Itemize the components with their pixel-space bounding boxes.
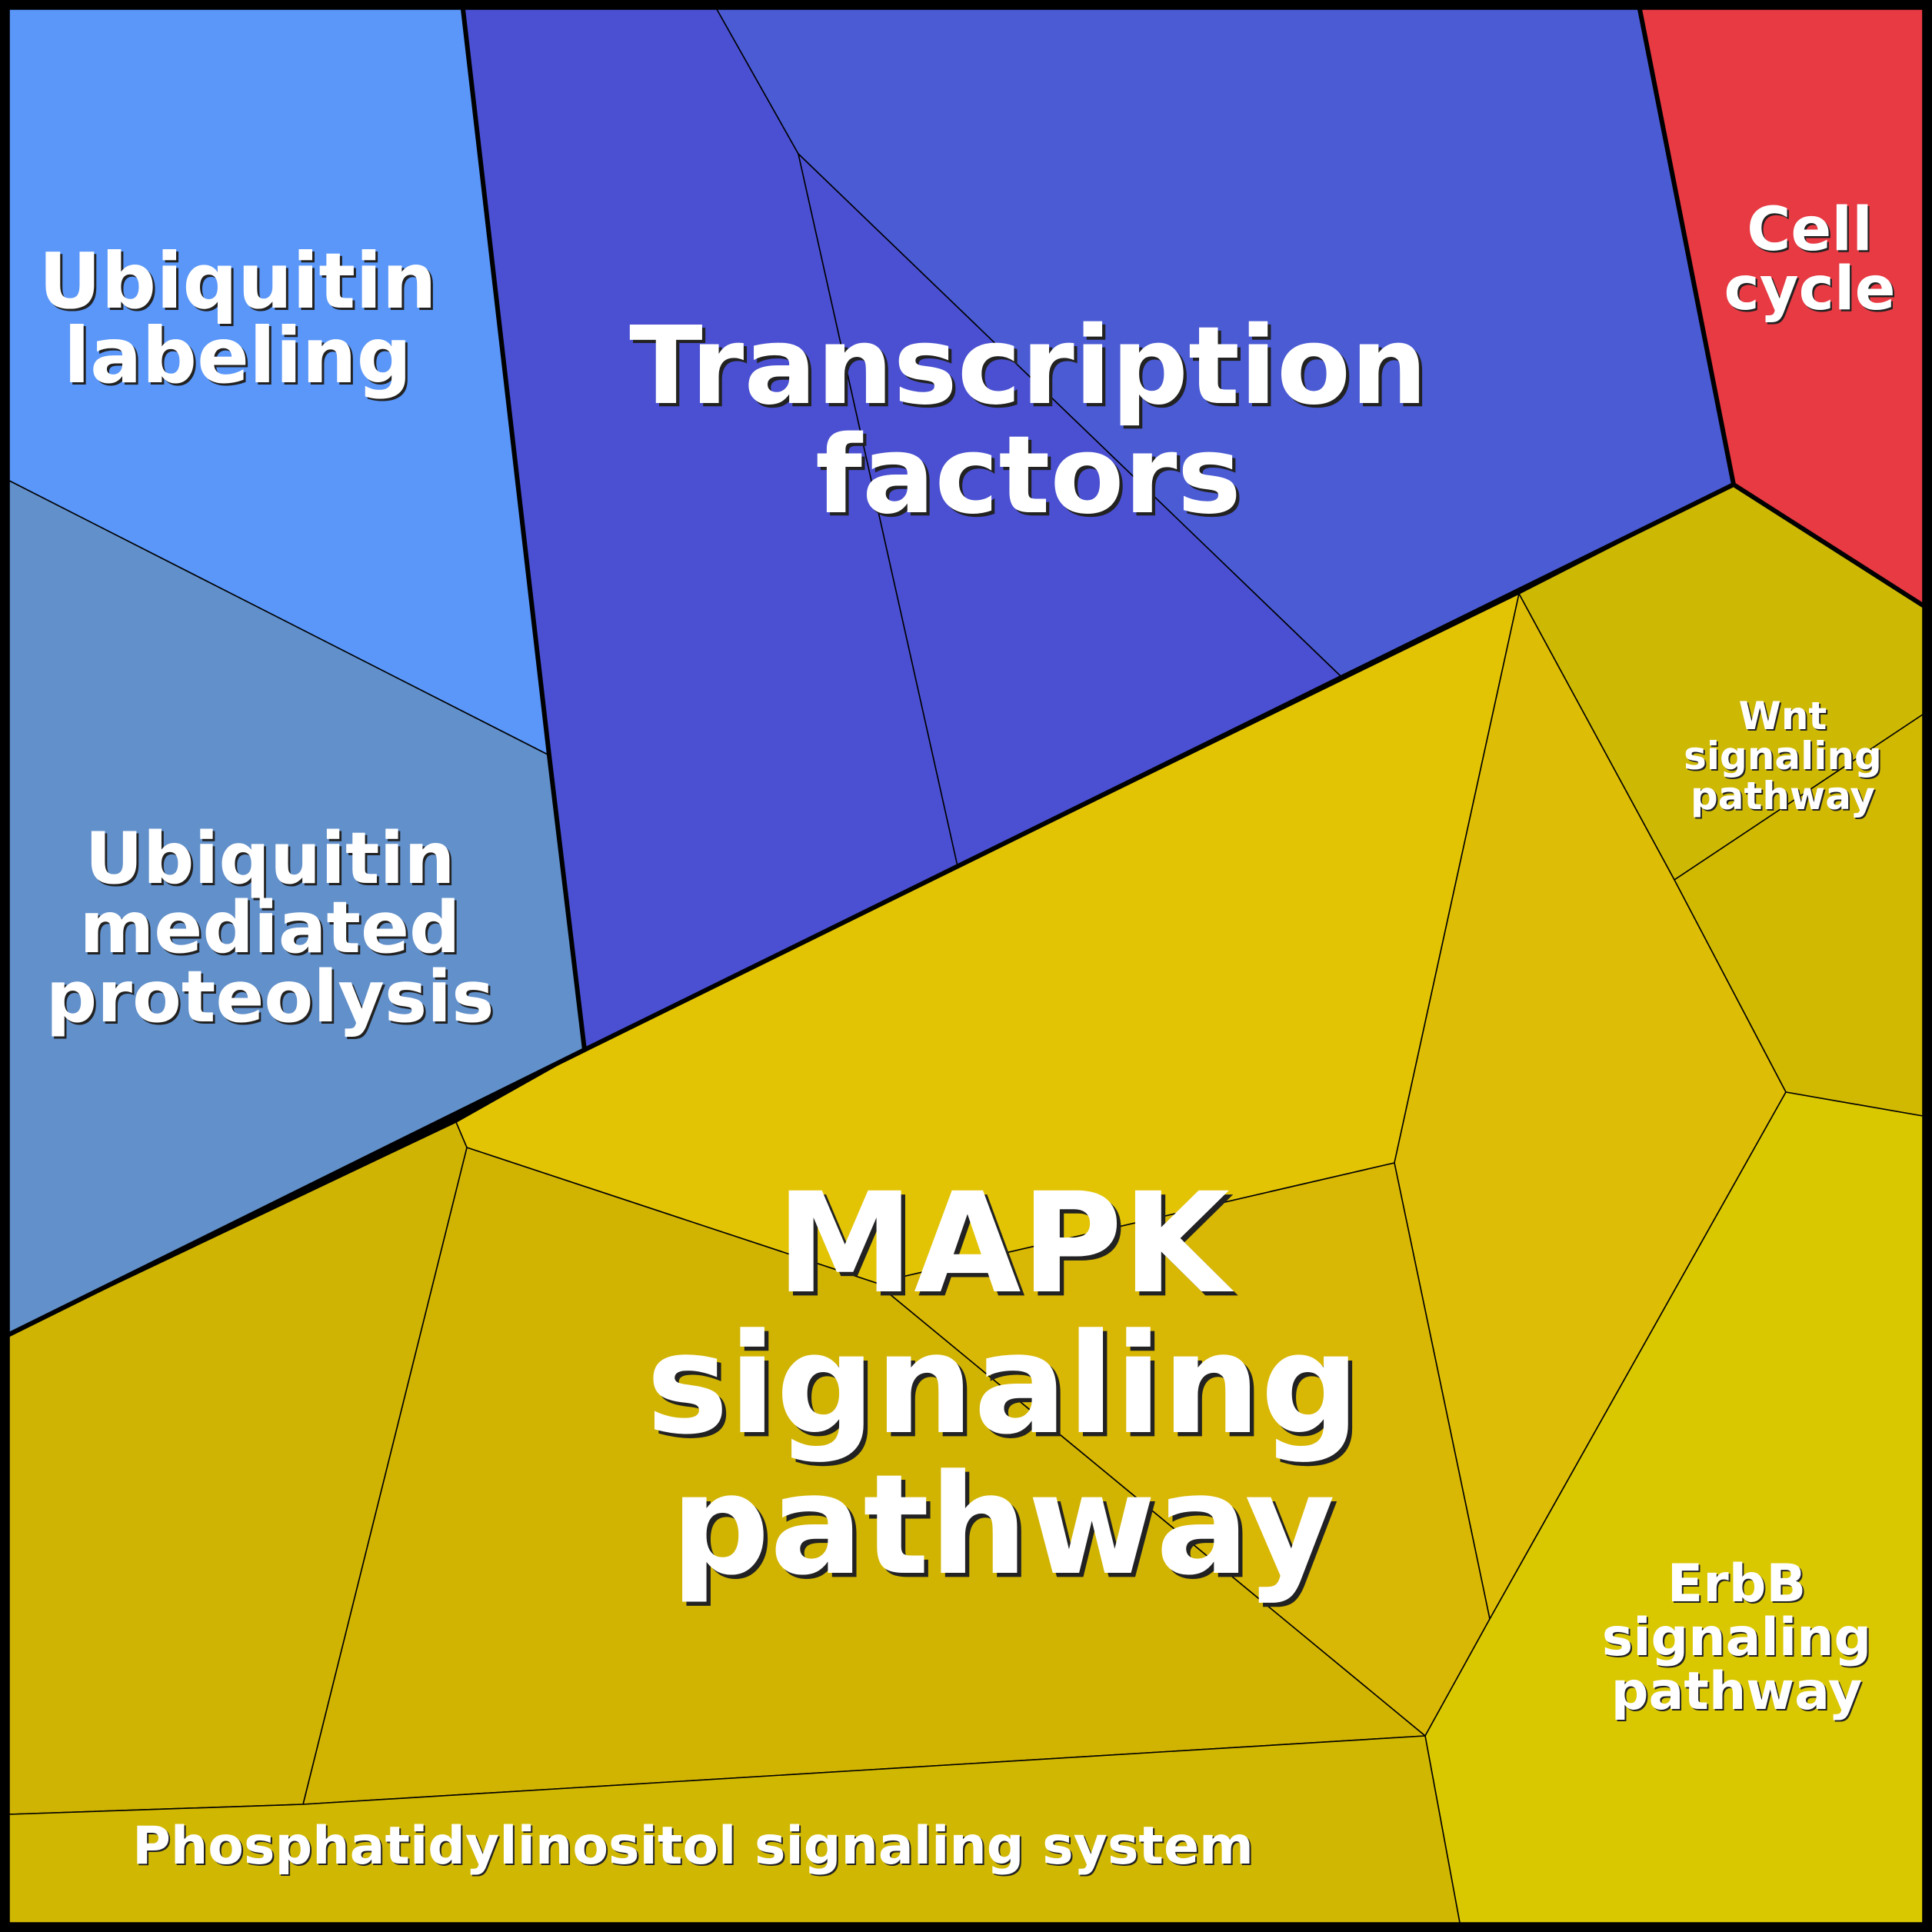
cells-layer xyxy=(8,8,1924,1924)
label-shadow: signaling xyxy=(1685,735,1884,780)
label-line: signaling xyxy=(1602,1607,1871,1668)
label-shadow: Ubiquitin xyxy=(41,238,438,328)
label-line: Ubiquitin xyxy=(38,236,436,326)
label-shadow: pathway xyxy=(1692,775,1877,820)
label-shadow: pathway xyxy=(1613,1663,1864,1724)
label-shadow: Transcription xyxy=(632,307,1431,432)
label-line: MAPK xyxy=(776,1164,1234,1324)
label-line: mediated xyxy=(79,886,460,969)
label-line: pathway xyxy=(1611,1661,1862,1722)
label-shadow: signaling xyxy=(651,1308,1364,1469)
boundary-cellcycle-signaling xyxy=(1731,482,1925,608)
label-shadow: signaling xyxy=(1604,1609,1873,1670)
label-line: proteolysis xyxy=(46,955,495,1038)
label-line: Cell xyxy=(1747,195,1873,265)
label-line: ErbB xyxy=(1667,1554,1807,1614)
label-line: signaling xyxy=(646,1304,1360,1465)
label-shadow: ErbB xyxy=(1669,1555,1808,1616)
label-line: Ubiquitin xyxy=(85,817,455,900)
label-shadow: factors xyxy=(818,416,1244,541)
label-line: signaling xyxy=(1684,734,1882,778)
label-line: pathway xyxy=(1690,774,1875,818)
label-line: Wnt xyxy=(1739,694,1827,738)
label-phosphatidylinositol: Phosphatidylinositol signaling systemPho… xyxy=(132,1816,1255,1878)
label-shadow: Cell xyxy=(1749,197,1875,266)
boundary-ubiquitin-transcription xyxy=(461,7,587,1052)
label-shadow: cycle xyxy=(1726,256,1897,325)
labels-layer: UbiquitinUbiquitinlabelinglabelingUbiqui… xyxy=(38,195,1897,1878)
label-ubiquitin-mediated: UbiquitinUbiquitinmediatedmediatedproteo… xyxy=(46,817,497,1041)
label-shadow: labeling xyxy=(66,313,415,403)
label-shadow: MAPK xyxy=(780,1168,1237,1328)
label-line: pathway xyxy=(671,1445,1335,1606)
boundary-blue-yellow xyxy=(7,482,1736,1337)
label-shadow: mediated xyxy=(82,888,462,971)
label-line: cycle xyxy=(1724,255,1896,324)
label-line: Phosphatidylinositol signaling system xyxy=(132,1816,1254,1877)
label-shadow: Wnt xyxy=(1740,695,1829,740)
label-shadow: pathway xyxy=(675,1449,1339,1610)
label-line: labeling xyxy=(64,311,412,401)
label-shadow: Ubiquitin xyxy=(87,819,457,902)
label-shadow: Phosphatidylinositol signaling system xyxy=(134,1817,1255,1878)
boundary-cellcycle-transcription xyxy=(1637,7,1736,487)
label-line: factors xyxy=(815,413,1241,538)
label-shadow: proteolysis xyxy=(48,958,496,1041)
label-line: Transcription xyxy=(629,304,1427,429)
